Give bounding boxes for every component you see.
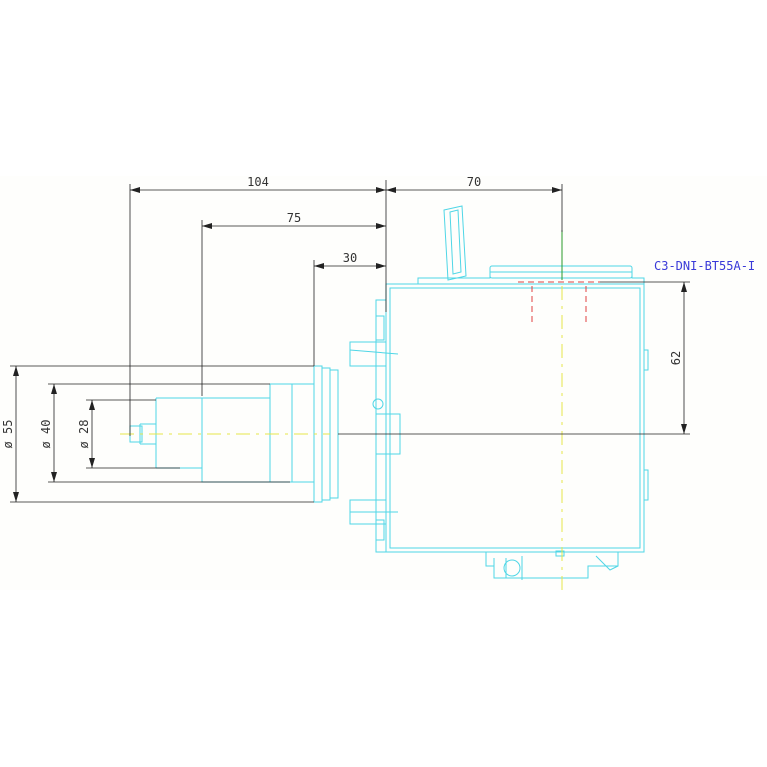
arrow-104-left xyxy=(130,187,140,193)
arrow-55-bottom xyxy=(13,492,19,502)
flange-tab-bottom xyxy=(376,519,385,541)
base-marker xyxy=(555,550,565,557)
arrow-30-right xyxy=(376,263,386,269)
flange-tab-top xyxy=(376,315,385,341)
handle xyxy=(443,205,467,281)
arrow-75-left xyxy=(202,223,212,229)
label-dia-28: ø 28 xyxy=(77,420,91,449)
centerlines xyxy=(120,286,563,590)
main-body xyxy=(385,283,645,553)
arrow-55-top xyxy=(13,366,19,376)
label-dia-55: ø 55 xyxy=(1,420,15,449)
arrow-40-top xyxy=(51,384,57,394)
arrow-104-right xyxy=(376,187,386,193)
label-75: 75 xyxy=(287,211,301,225)
hub-pin xyxy=(372,398,384,410)
bolt-top xyxy=(349,341,387,367)
bolt-top-line xyxy=(349,349,399,355)
arrow-40-bottom xyxy=(51,472,57,482)
arrow-62-top xyxy=(681,282,687,292)
part-outline xyxy=(129,205,649,580)
shaft-section-small xyxy=(155,397,202,469)
label-62: 62 xyxy=(669,351,683,365)
label-dia-40: ø 40 xyxy=(39,420,53,449)
main-body-inner xyxy=(389,287,641,549)
model-label: C3-DNI-BT55A-I xyxy=(654,259,755,273)
arrow-62-bottom xyxy=(681,424,687,434)
arrow-70-left xyxy=(386,187,396,193)
dimension-labels: 104 75 30 70 62 ø 55 ø 40 ø 28 xyxy=(1,175,683,448)
label-70: 70 xyxy=(467,175,481,189)
base-foot xyxy=(485,552,619,579)
arrow-28-top xyxy=(89,400,95,410)
top-flange xyxy=(417,271,645,284)
right-nub-bottom xyxy=(644,469,649,501)
base-wheel xyxy=(503,559,521,577)
arrow-75-right xyxy=(376,223,386,229)
label-104: 104 xyxy=(247,175,269,189)
hidden-lines xyxy=(518,281,600,326)
arrow-30-left xyxy=(314,263,324,269)
arrow-28-bottom xyxy=(89,458,95,468)
handle-inner xyxy=(449,209,462,275)
coupling-ring-3 xyxy=(329,369,339,499)
base-details xyxy=(493,555,619,580)
right-nub xyxy=(644,349,649,371)
arrow-70-right xyxy=(552,187,562,193)
label-30: 30 xyxy=(343,251,357,265)
dimension-lines xyxy=(10,180,690,503)
shaft-section-mid xyxy=(201,397,271,483)
